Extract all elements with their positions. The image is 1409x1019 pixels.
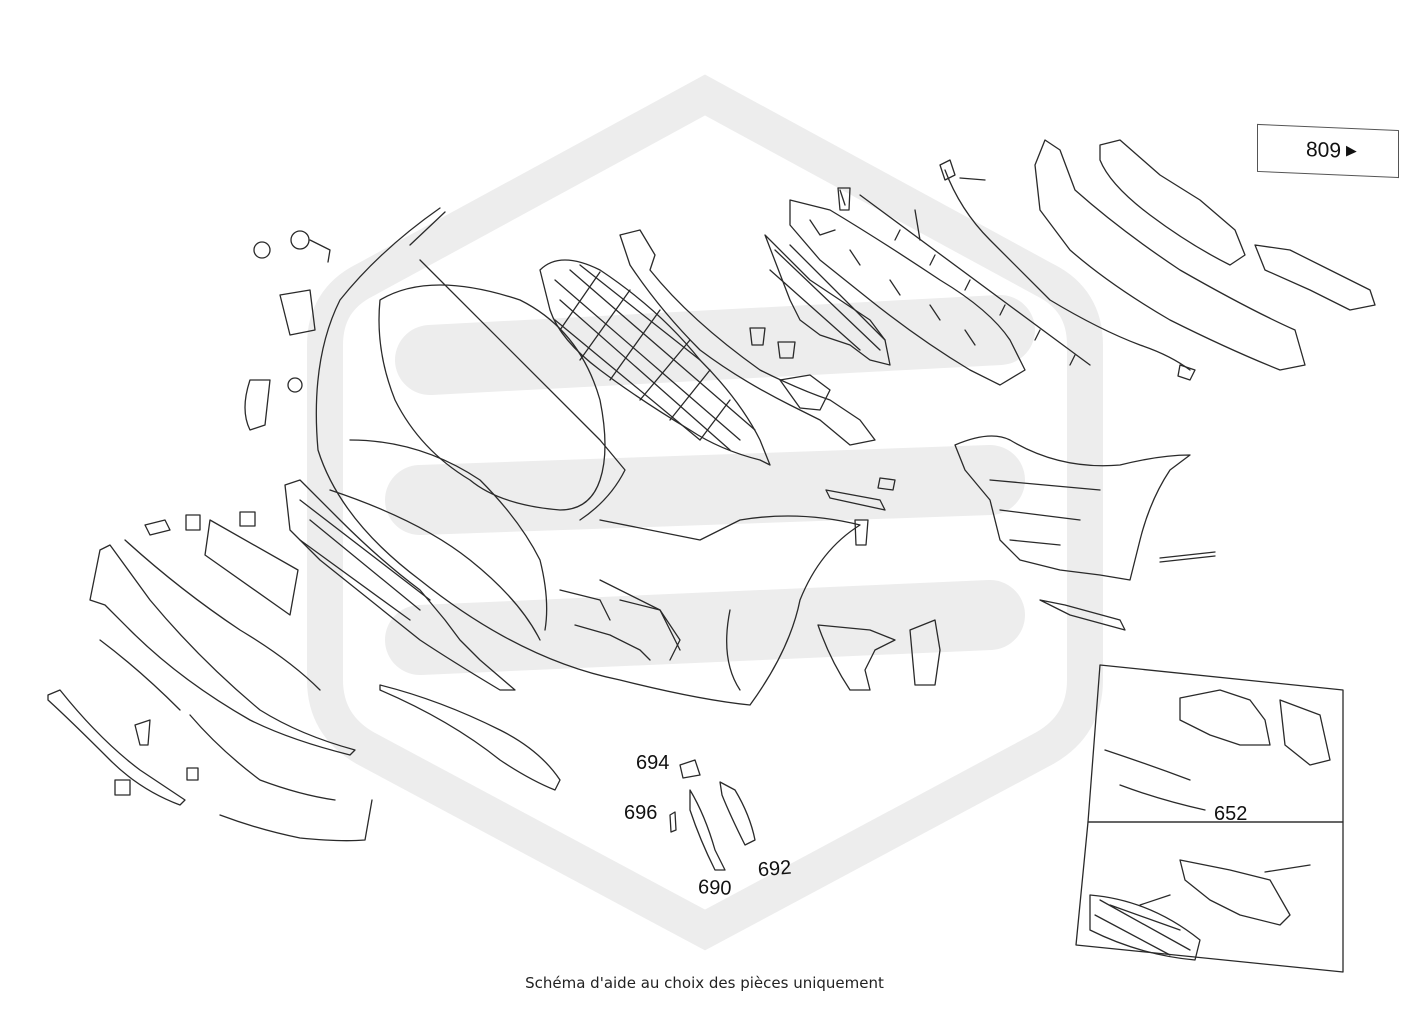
wiring-harness[interactable] — [839, 159, 1196, 381]
callout-696: 696 — [624, 802, 658, 824]
lower-support-bracket[interactable] — [954, 435, 1216, 631]
diagram-caption: Schéma d'aide au choix des pièces unique… — [525, 974, 884, 992]
bumper-shell[interactable] — [315, 207, 861, 706]
reference-box: 809 ▶ — [1257, 123, 1399, 179]
energy-absorber[interactable] — [1034, 139, 1376, 371]
license-plate-holder[interactable] — [204, 479, 516, 691]
variant-inset-panels — [1075, 664, 1344, 973]
grille-insert[interactable] — [764, 234, 891, 366]
lower-trim-pieces[interactable] — [669, 759, 756, 871]
crash-bar-rail[interactable] — [789, 194, 1091, 386]
callout-652: 652 — [1214, 803, 1248, 825]
grille-frame[interactable] — [619, 229, 876, 446]
upper-grille-mesh[interactable] — [539, 259, 771, 466]
fog-light-inserts[interactable] — [817, 619, 941, 691]
sensors-and-clips[interactable] — [114, 187, 896, 796]
callout-692: 692 — [757, 856, 793, 882]
watermark-logo — [307, 74, 1103, 951]
reference-number: 809 — [1306, 138, 1342, 163]
callout-690: 690 — [697, 876, 732, 900]
side-skirt-strips[interactable] — [47, 539, 561, 842]
callout-694: 694 — [636, 752, 670, 774]
right-arrow-icon: ▶ — [1346, 141, 1357, 159]
